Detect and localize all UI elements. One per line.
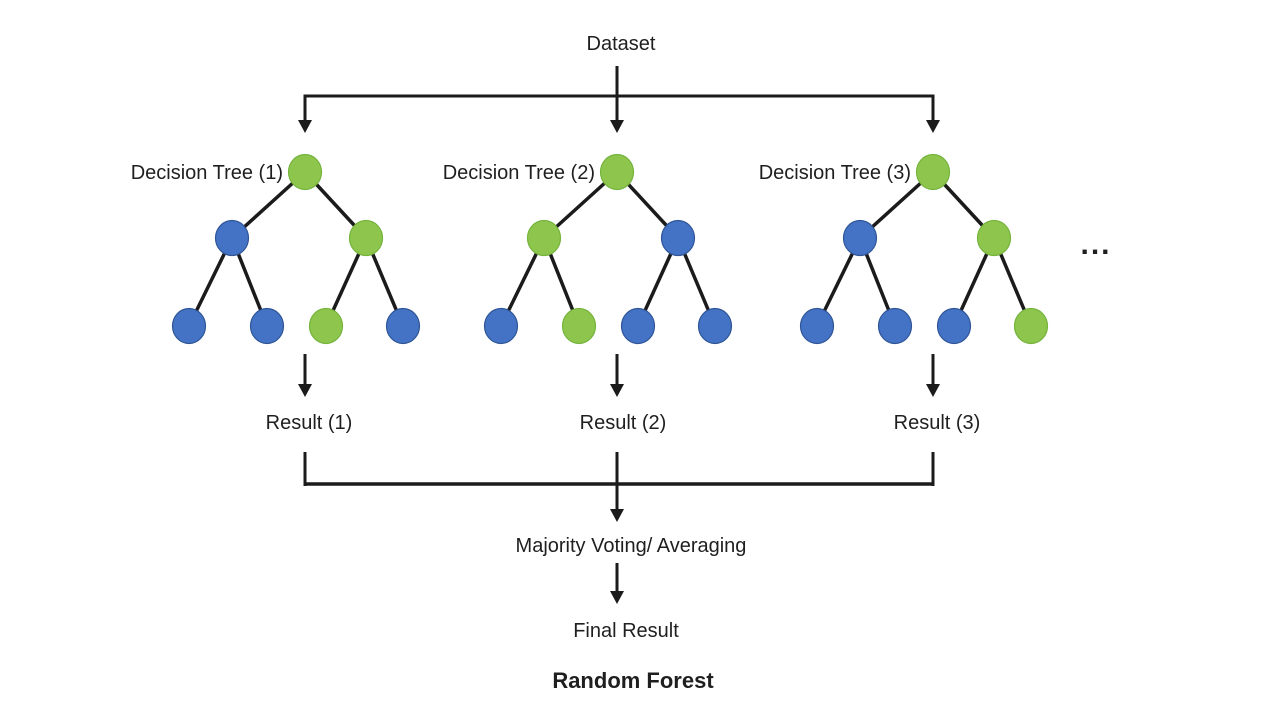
tree-node-blue bbox=[842, 219, 878, 257]
tree-node-blue bbox=[214, 219, 250, 257]
tree-node-green bbox=[599, 153, 635, 191]
tree-node-green bbox=[526, 219, 562, 257]
decision-tree-3 bbox=[799, 153, 1049, 345]
decision-tree-1-label: Decision Tree (1) bbox=[131, 162, 283, 184]
tree-node-blue bbox=[483, 307, 519, 345]
tree-node-green bbox=[976, 219, 1012, 257]
arrowhead-result-1 bbox=[298, 384, 312, 397]
tree-node-blue bbox=[936, 307, 972, 345]
arrowhead-result-2 bbox=[610, 384, 624, 397]
tree-structure-1 bbox=[171, 153, 421, 345]
arrowhead-top-left bbox=[298, 120, 312, 133]
tree-node-blue bbox=[385, 307, 421, 345]
arrowhead-top-right bbox=[926, 120, 940, 133]
result-2-label: Result (2) bbox=[580, 412, 667, 434]
connector-lines bbox=[303, 66, 935, 593]
dataset-label: Dataset bbox=[587, 33, 656, 55]
decision-tree-3-label: Decision Tree (3) bbox=[759, 162, 911, 184]
tree-node-green bbox=[348, 219, 384, 257]
majority-voting-label: Majority Voting/ Averaging bbox=[516, 535, 747, 557]
tree-node-blue bbox=[660, 219, 696, 257]
decision-tree-2 bbox=[483, 153, 733, 345]
arrowhead-top-center bbox=[610, 120, 624, 133]
more-trees-ellipsis: ... bbox=[1080, 228, 1111, 261]
final-result-label: Final Result bbox=[573, 620, 679, 642]
diagram-title: Random Forest bbox=[552, 668, 714, 693]
tree-node-blue bbox=[620, 307, 656, 345]
tree-node-green bbox=[287, 153, 323, 191]
tree-structure-2 bbox=[483, 153, 733, 345]
tree-node-green bbox=[561, 307, 597, 345]
tree-node-green bbox=[915, 153, 951, 191]
tree-node-green bbox=[1013, 307, 1049, 345]
decision-tree-1 bbox=[171, 153, 421, 345]
decision-tree-2-label: Decision Tree (2) bbox=[443, 162, 595, 184]
arrowhead-majority bbox=[610, 509, 624, 522]
result-1-label: Result (1) bbox=[266, 412, 353, 434]
arrowheads bbox=[298, 120, 940, 604]
arrowhead-final bbox=[610, 591, 624, 604]
tree-node-blue bbox=[697, 307, 733, 345]
tree-node-blue bbox=[877, 307, 913, 345]
tree-node-blue bbox=[249, 307, 285, 345]
tree-node-blue bbox=[171, 307, 207, 345]
tree-node-green bbox=[308, 307, 344, 345]
tree-structure-3 bbox=[799, 153, 1049, 345]
result-3-label: Result (3) bbox=[894, 412, 981, 434]
arrowhead-result-3 bbox=[926, 384, 940, 397]
labels: Dataset Decision Tree (1) Decision Tree … bbox=[131, 33, 1111, 693]
tree-node-blue bbox=[799, 307, 835, 345]
